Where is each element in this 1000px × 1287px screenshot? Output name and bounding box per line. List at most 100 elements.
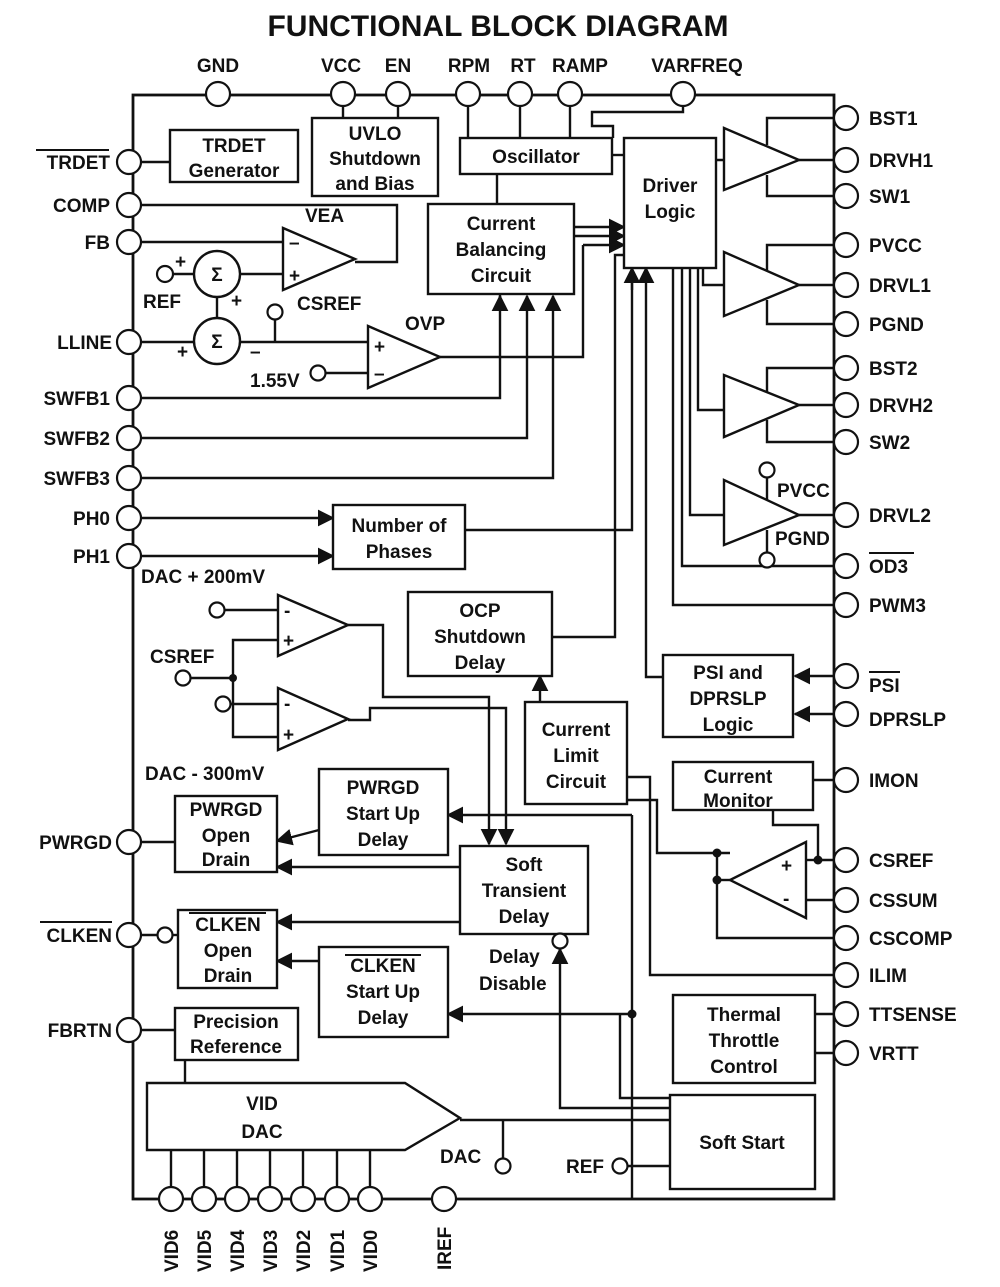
junctions [229, 674, 823, 1019]
pin-vid4: VID4 [228, 1229, 249, 1272]
svg-text:Soft: Soft [506, 855, 544, 876]
right-pins: BST1 DRVH1 SW1 PVCC DRVL1 PGND BST2 DRVH… [832, 104, 957, 1067]
pin-psi: PSI [869, 676, 900, 697]
pin-pvcc: PVCC [869, 236, 922, 257]
svg-text:CLKEN: CLKEN [195, 915, 260, 936]
svg-text:-: - [284, 601, 290, 622]
svg-text:Delay: Delay [358, 830, 409, 851]
svg-text:–: – [374, 364, 385, 385]
pin-vid6: VID6 [162, 1230, 183, 1272]
pin-lline: LLINE [57, 333, 112, 354]
svg-text:REF: REF [566, 1157, 604, 1178]
pin-ph0: PH0 [73, 509, 110, 530]
pin-ph1: PH1 [73, 547, 110, 568]
svg-text:OCP: OCP [459, 601, 501, 622]
wires [140, 103, 833, 1198]
svg-text:REF: REF [143, 292, 181, 313]
svg-text:DAC: DAC [440, 1147, 481, 1168]
pin-bst1: BST1 [869, 109, 918, 130]
svg-text:Σ: Σ [211, 265, 222, 286]
pin-rpm: RPM [448, 56, 490, 77]
pin-vid0: VID0 [361, 1230, 382, 1272]
internal-labels: REF CSREF 1.55V DAC + 200mV CSREF DAC - … [141, 292, 830, 1178]
pin-ttsense: TTSENSE [869, 1005, 957, 1026]
pin-swfb1: SWFB1 [44, 389, 111, 410]
pin-fbrtn: FBRTN [48, 1021, 112, 1042]
svg-text:Start Up: Start Up [346, 804, 420, 825]
svg-text:DAC: DAC [241, 1122, 282, 1143]
pin-sw1: SW1 [869, 187, 911, 208]
svg-text:+: + [231, 291, 242, 312]
svg-text:-: - [284, 694, 290, 715]
pin-trdet: TRDET [47, 153, 111, 174]
svg-text:+: + [283, 631, 294, 652]
svg-text:Soft Start: Soft Start [699, 1133, 785, 1154]
svg-text:Drain: Drain [202, 850, 251, 871]
svg-text:PGND: PGND [775, 529, 830, 550]
svg-text:+: + [781, 856, 792, 877]
svg-text:Logic: Logic [703, 715, 754, 736]
svg-text:Circuit: Circuit [471, 266, 532, 287]
pin-ramp: RAMP [552, 56, 608, 77]
pin-varfreq: VARFREQ [651, 56, 742, 77]
pin-drvh1: DRVH1 [869, 151, 933, 172]
svg-text:–: – [289, 233, 300, 254]
pin-clken: CLKEN [47, 926, 112, 947]
pin-vid2: VID2 [294, 1230, 315, 1272]
svg-text:Shutdown: Shutdown [434, 627, 526, 648]
blocks: UVLO Shutdown and Bias TRDET Generator O… [145, 116, 817, 1191]
chip-outline [131, 93, 836, 1201]
pin-vrtt: VRTT [869, 1044, 919, 1065]
svg-text:Reference: Reference [190, 1037, 282, 1058]
pin-iref: IREF [435, 1227, 456, 1270]
pin-cscomp: CSCOMP [869, 929, 953, 950]
svg-text:+: + [177, 342, 188, 363]
svg-text:Disable: Disable [479, 974, 547, 995]
pin-pwm3: PWM3 [869, 596, 926, 617]
svg-text:Open: Open [204, 941, 253, 962]
svg-text:DPRSLP: DPRSLP [689, 689, 766, 710]
svg-text:Thermal: Thermal [707, 1005, 781, 1026]
svg-text:–: – [250, 342, 261, 363]
svg-text:Transient: Transient [482, 881, 567, 902]
svg-text:Shutdown: Shutdown [329, 149, 421, 170]
svg-text:Delay: Delay [358, 1008, 409, 1029]
amplifiers: – + VEA + – OVP Σ Σ + + + – - + - + + - [175, 126, 808, 920]
svg-text:DAC - 300mV: DAC - 300mV [145, 764, 265, 785]
svg-text:CSREF: CSREF [150, 647, 214, 668]
left-pins: TRDET COMP FB LLINE SWFB1 SWFB2 SWFB3 PH… [36, 148, 143, 1044]
pin-pwrgd: PWRGD [39, 833, 112, 854]
svg-text:PVCC: PVCC [777, 481, 830, 502]
svg-text:Circuit: Circuit [546, 772, 607, 793]
svg-text:CSREF: CSREF [297, 294, 361, 315]
svg-text:OVP: OVP [405, 314, 445, 335]
svg-text:1.55V: 1.55V [250, 371, 300, 392]
bottom-pins: VID6 VID5 VID4 VID3 VID2 VID1 VID0 IREF [157, 1185, 458, 1272]
svg-text:Logic: Logic [645, 202, 696, 223]
svg-text:Delay: Delay [455, 653, 506, 674]
pin-drvl1: DRVL1 [869, 276, 931, 297]
pin-gnd: GND [197, 56, 239, 77]
pin-vid5: VID5 [195, 1229, 216, 1272]
svg-text:Delay: Delay [489, 947, 540, 968]
internal-terminals [155, 264, 776, 1175]
svg-text:+: + [175, 252, 186, 273]
svg-text:CLKEN: CLKEN [350, 956, 415, 977]
pin-sw2: SW2 [869, 433, 910, 454]
svg-text:VID: VID [246, 1094, 278, 1115]
svg-text:Σ: Σ [211, 332, 222, 353]
pin-cssum: CSSUM [869, 891, 938, 912]
svg-text:Open: Open [202, 826, 251, 847]
svg-text:Number of: Number of [352, 516, 448, 537]
svg-text:PWRGD: PWRGD [347, 778, 420, 799]
pin-bst2: BST2 [869, 359, 918, 380]
svg-text:Current: Current [467, 214, 536, 235]
svg-text:PSI and: PSI and [693, 663, 763, 684]
svg-text:Limit: Limit [553, 746, 599, 767]
pin-drvl2: DRVL2 [869, 506, 931, 527]
svg-text:Driver: Driver [643, 176, 699, 197]
pin-vcc: VCC [321, 56, 361, 77]
svg-text:Throttle: Throttle [709, 1031, 780, 1052]
pin-imon: IMON [869, 771, 919, 792]
